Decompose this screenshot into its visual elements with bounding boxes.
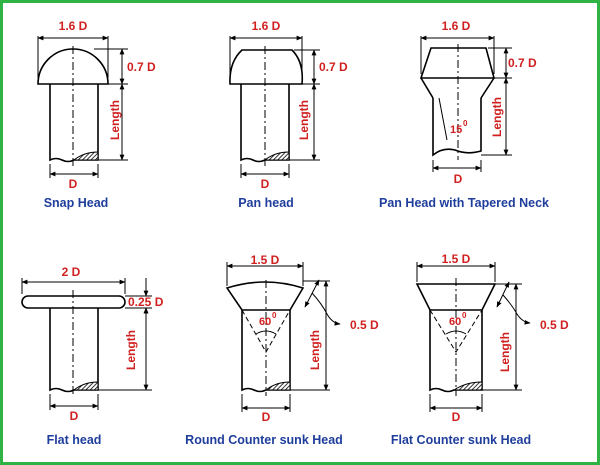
flat-countersunk-rivet: [415, 262, 531, 412]
flat-countersunk-break-hatch: [452, 381, 483, 391]
snap-head-diameter-label: D: [69, 177, 78, 191]
pan-tapered-angle-label: 15: [450, 124, 462, 136]
round-countersunk-caption: Round Counter sunk Head: [185, 433, 343, 447]
pan-tapered-shank: [432, 98, 482, 157]
pan-head-rivet: [229, 35, 320, 178]
flat-head-height-label: 0.25 D: [128, 295, 164, 309]
round-countersunk-diameter-label: D: [262, 410, 271, 424]
round-countersunk-rivet: [225, 262, 341, 412]
pan-head-break-hatch: [263, 151, 290, 161]
flat-countersunk-caption: Flat Counter sunk Head: [391, 433, 531, 447]
flat-countersunk-sink-dim: [496, 281, 510, 308]
flat-head-break-hatch: [72, 381, 99, 391]
pan-head-height-label: 0.7 D: [319, 60, 348, 74]
round-countersunk-degree-mark: 0: [272, 311, 277, 320]
pan-tapered-neck-taper: [438, 97, 448, 141]
flat-head-shank: [49, 308, 99, 393]
round-countersunk-length-label: Length: [308, 330, 322, 370]
snap-head-rivet: [37, 35, 128, 178]
flat-countersunk-leader: [502, 294, 531, 325]
round-countersunk-angle-lines: [241, 309, 291, 354]
pan-tapered-neck: [420, 77, 495, 99]
round-countersunk-angle-label: 60: [259, 316, 271, 328]
snap-head-height-label: 0.7 D: [127, 60, 156, 74]
pan-head-shank: [240, 84, 290, 163]
round-countersunk-shank: [241, 310, 291, 393]
round-countersunk-angle-arc: [255, 330, 277, 335]
flat-head-caption: Flat head: [47, 433, 102, 447]
flat-head-width-label: 2 D: [62, 265, 81, 279]
flat-countersunk-sink-label: 0.5 D: [540, 318, 569, 332]
pan-tapered-caption: Pan Head with Tapered Neck: [379, 196, 549, 210]
pan-tapered-diameter-label: D: [454, 172, 463, 186]
round-countersunk-break-hatch: [264, 381, 291, 391]
flat-head-diameter-label: D: [70, 409, 79, 423]
flat-head-rivet: [21, 278, 152, 410]
flat-head-length-label: Length: [124, 330, 138, 370]
snap-head-caption: Snap Head: [44, 196, 109, 210]
pan-tapered-width-label: 1.6 D: [442, 19, 471, 33]
flat-countersunk-shank: [429, 310, 483, 393]
flat-countersunk-length-label: Length: [498, 332, 512, 372]
pan-head-shape: [229, 49, 304, 85]
pan-head-width-label: 1.6 D: [252, 19, 281, 33]
flat-countersunk-degree-mark: 0: [462, 311, 467, 320]
pan-head-length-label: Length: [297, 100, 311, 140]
flat-countersunk-angle-label: 60: [449, 316, 461, 328]
round-countersunk-width-label: 1.5 D: [251, 253, 280, 267]
flat-countersunk-diameter-label: D: [452, 410, 461, 424]
flat-countersunk-angle-lines: [429, 309, 483, 353]
pan-tapered-rivet: [419, 35, 512, 172]
flat-countersunk-angle-arc: [445, 330, 467, 335]
pan-tapered-degree-mark: 0: [463, 119, 468, 128]
snap-head-length-label: Length: [108, 100, 122, 140]
pan-tapered-height-label: 0.7 D: [508, 56, 537, 70]
snap-head-shank: [49, 84, 99, 163]
snap-head-break-hatch: [72, 151, 99, 161]
pan-head-caption: Pan head: [238, 196, 294, 210]
round-countersunk-head: [225, 281, 305, 311]
snap-head-width-label: 1.6 D: [59, 19, 88, 33]
round-countersunk-leader: [311, 292, 341, 326]
round-countersunk-sink-label: 0.5 D: [350, 318, 379, 332]
pan-head-diameter-label: D: [261, 177, 270, 191]
flat-countersunk-width-label: 1.5 D: [442, 252, 471, 266]
pan-tapered-length-label: Length: [490, 97, 504, 137]
